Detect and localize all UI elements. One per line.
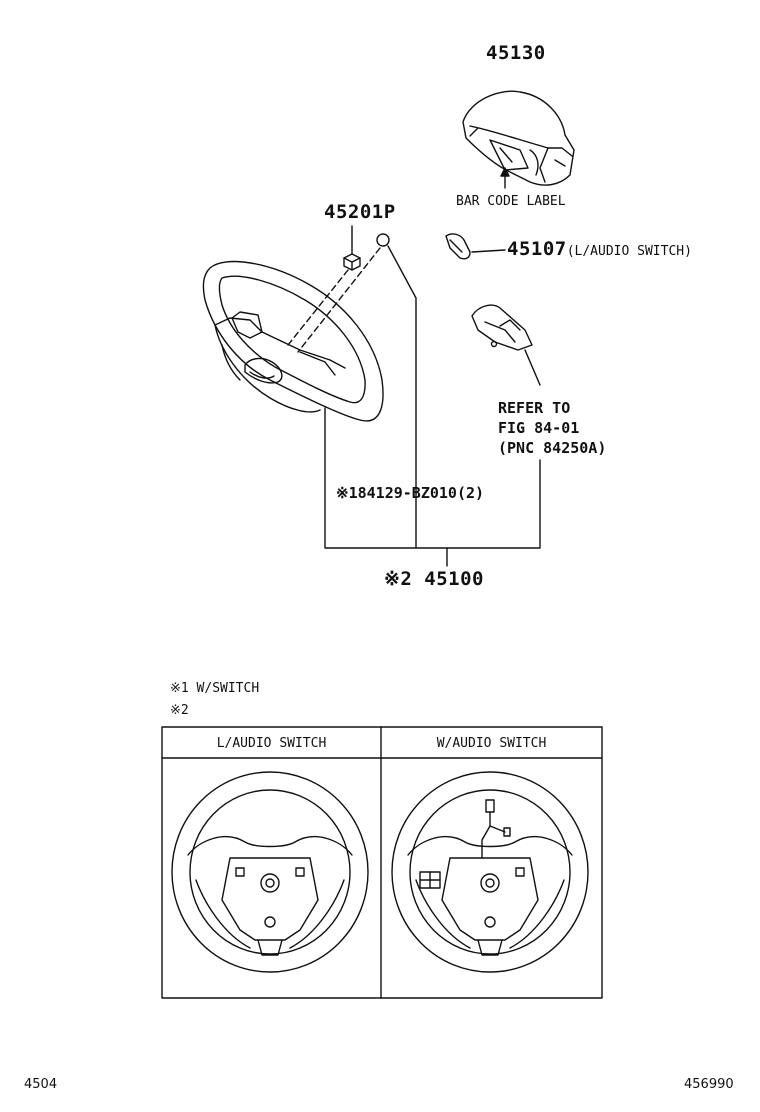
wheel-part-number: ※2 45100 xyxy=(384,568,484,590)
switch-cover-label: 45107(L/AUDIO SWITCH) xyxy=(507,240,692,259)
table-header-l-audio: L/AUDIO SWITCH xyxy=(216,736,327,751)
wheel-with-switch xyxy=(391,771,589,973)
bar-code-label-text: BAR CODE LABEL xyxy=(456,194,566,209)
switch-module-illustration xyxy=(471,304,541,386)
comparison-table xyxy=(161,726,603,999)
refer-line-2: FIG 84-01 xyxy=(498,419,580,437)
airbag-part-number: 45130 xyxy=(486,42,546,64)
footnote-1: ※1 W/SWITCH xyxy=(170,681,260,696)
switch-cover-note: (L/AUDIO SWITCH) xyxy=(566,244,692,259)
airbag-illustration xyxy=(462,90,575,189)
screw-part-number: ※184129-BZ010(2) xyxy=(336,484,485,502)
table-header-w-audio: W/AUDIO SWITCH xyxy=(436,736,547,751)
refer-line-3: (PNC 84250A) xyxy=(498,439,607,457)
footnote-2: ※2 xyxy=(170,703,189,718)
steering-wheel-illustration xyxy=(202,260,384,422)
bolt-part-number: 45201P xyxy=(324,201,396,223)
wheel-no-switch xyxy=(171,771,369,973)
bolt-illustration xyxy=(343,225,361,271)
footer-right-code: 456990 xyxy=(684,1077,734,1092)
refer-line-1: REFER TO xyxy=(498,399,571,417)
screw-mark xyxy=(376,233,390,247)
refer-note: REFER TO FIG 84-01 (PNC 84250A) xyxy=(498,398,606,458)
switch-cover-part-number: 45107 xyxy=(507,238,567,260)
footer-left-code: 4504 xyxy=(24,1077,58,1092)
switch-cover-illustration xyxy=(445,233,506,260)
